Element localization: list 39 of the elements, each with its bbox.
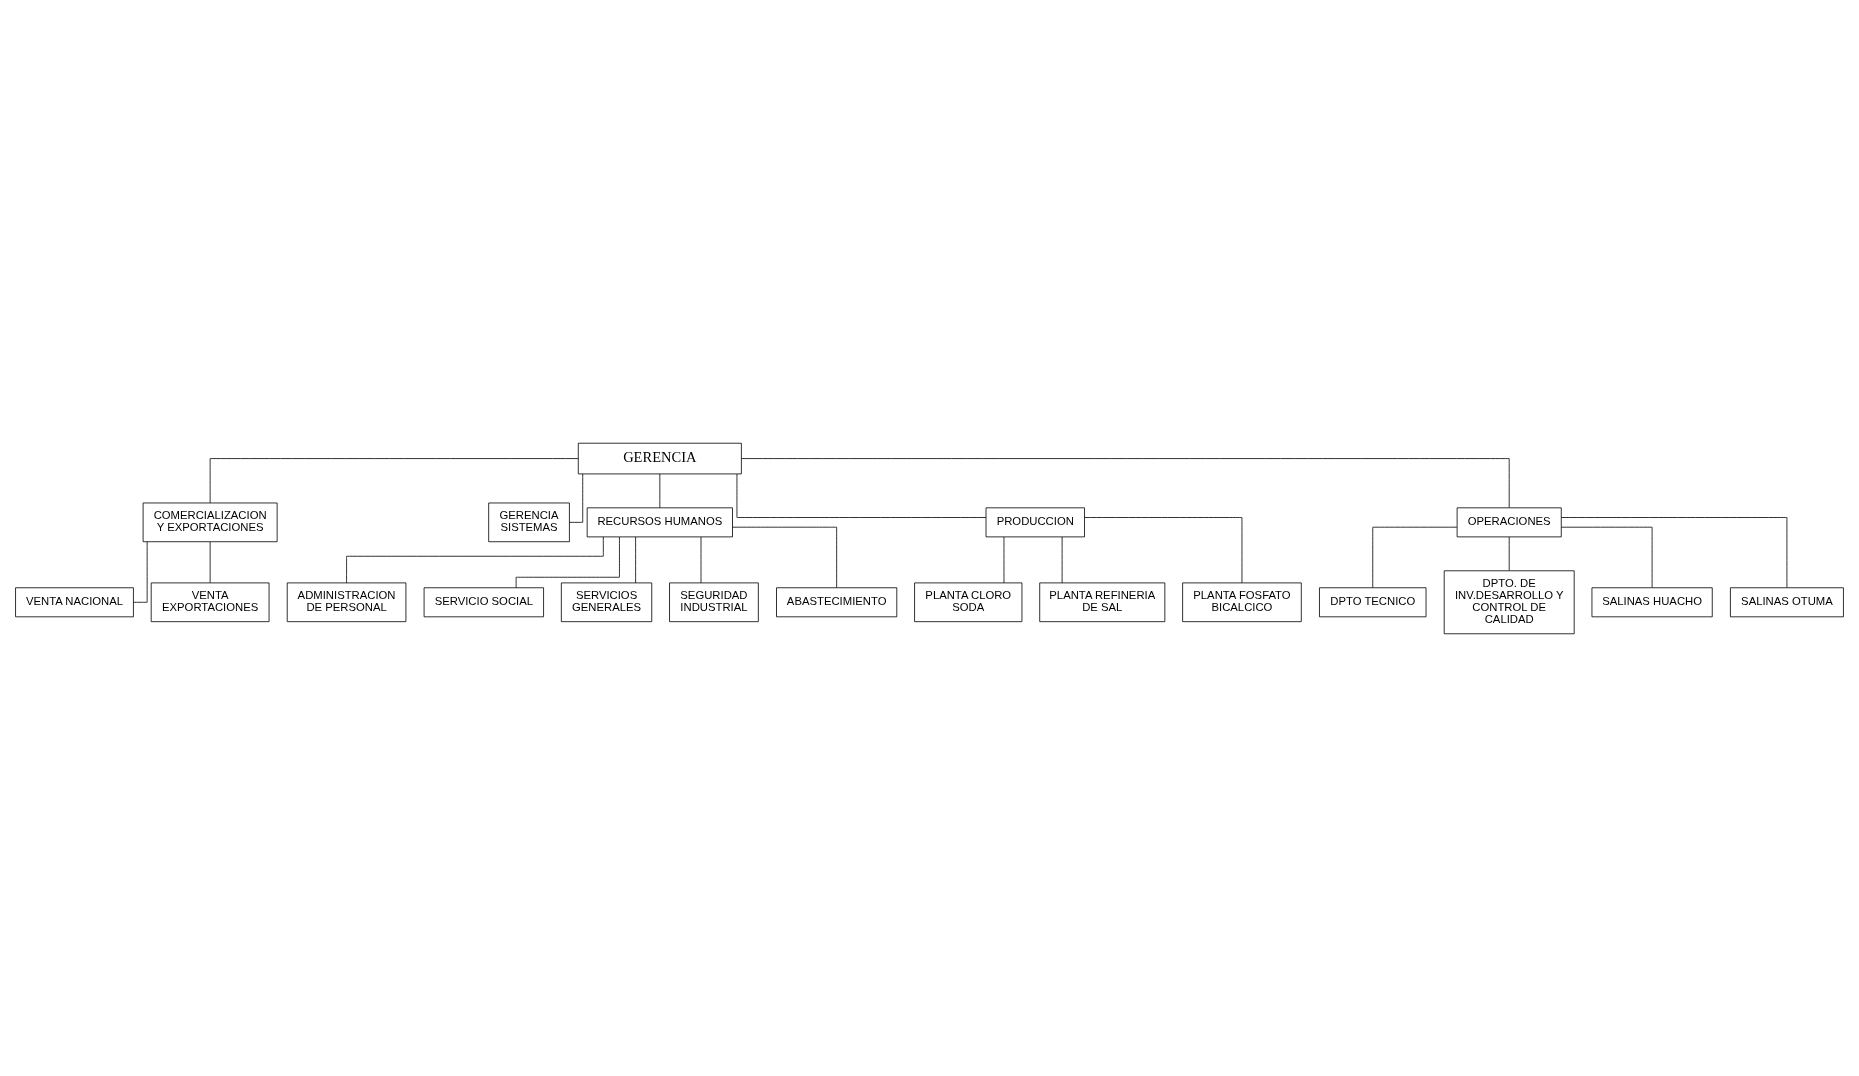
connector (569, 473, 584, 523)
node-box: SERVICIOS GENERALES (560, 582, 653, 622)
node-box: SALINAS HUACHO (1591, 586, 1713, 617)
connector (1561, 526, 1653, 588)
node-box: ABASTECIMIENTO (776, 586, 898, 617)
connector (346, 536, 604, 583)
connector (1061, 536, 1063, 583)
connector (1508, 536, 1510, 571)
node-box: SERVICIO SOCIAL (423, 586, 544, 617)
node-box: COMERCIALIZACION Y EXPORTACIONES (142, 502, 278, 542)
node-box: SEGURIDAD INDUSTRIAL (669, 582, 759, 622)
connector (209, 541, 211, 583)
connector (1084, 516, 1243, 583)
node-box: VENTA NACIONAL (15, 586, 134, 617)
node-box: GERENCIA (577, 442, 742, 474)
connector (741, 457, 1510, 508)
node-box: PRODUCCION (985, 506, 1085, 537)
node-box: SALINAS OTUMA (1730, 586, 1844, 617)
node-box: GERENCIA SISTEMAS (488, 502, 570, 542)
node-box: PLANTA CLORO SODA (914, 582, 1023, 622)
node-box: ADMINISTRACION DE PERSONAL (286, 582, 407, 622)
node-box: RECURSOS HUMANOS (586, 506, 733, 537)
connector (515, 536, 620, 588)
connector (732, 526, 838, 588)
connector (1561, 516, 1788, 588)
connector (736, 473, 987, 518)
node-box: DPTO TECNICO (1319, 586, 1427, 617)
node-box: PLANTA FOSFATO BICALCICO (1182, 582, 1302, 622)
connector (635, 536, 636, 583)
connector (209, 457, 579, 503)
connector (133, 541, 148, 603)
connector (700, 536, 702, 583)
node-box: VENTA EXPORTACIONES (150, 582, 270, 622)
connector (659, 473, 661, 508)
connector (1003, 536, 1005, 583)
connector (1372, 526, 1458, 588)
node-box: DPTO. DE INV.DESARROLLO Y CONTROL DE CALIDAD (1443, 569, 1575, 634)
node-box: OPERACIONES (1456, 506, 1562, 537)
node-box: PLANTA REFINERIA DE SAL (1039, 582, 1166, 622)
